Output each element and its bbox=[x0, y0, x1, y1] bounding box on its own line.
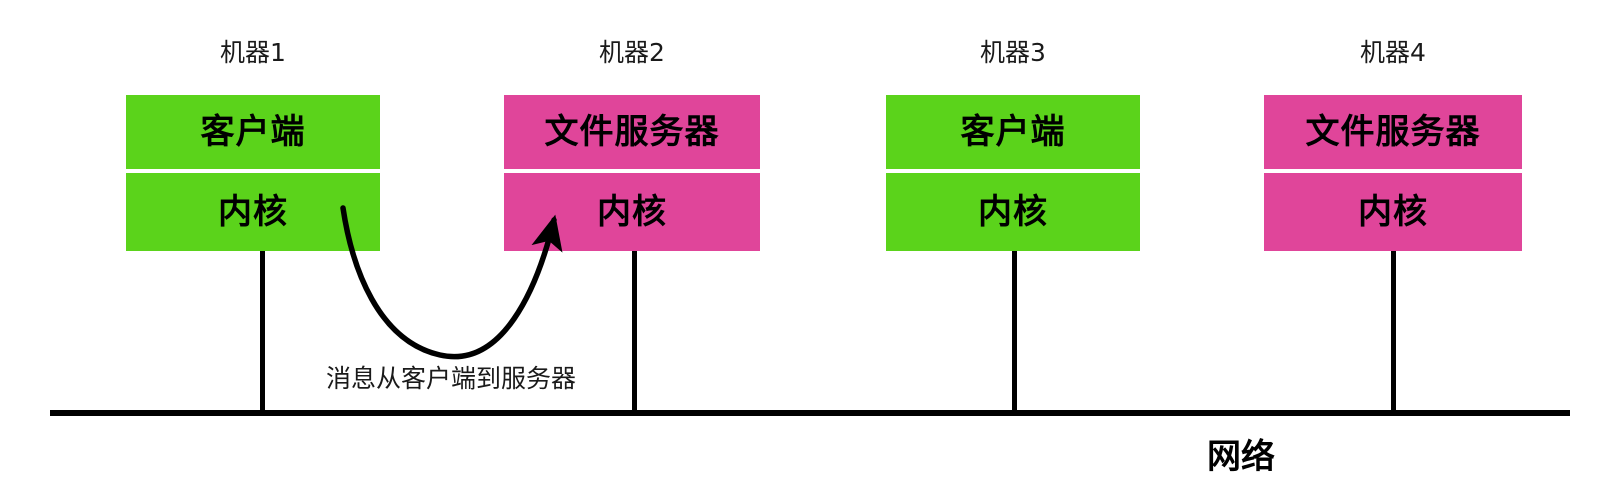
machine-label-4: 机器4 bbox=[1360, 38, 1426, 67]
machine-4-network-connector bbox=[1391, 251, 1396, 413]
machine-4-bottom-layer: 内核 bbox=[1264, 173, 1522, 251]
machine-4-top-layer: 文件服务器 bbox=[1264, 95, 1522, 169]
machine-2-network-connector bbox=[632, 251, 637, 413]
machine-label-2: 机器2 bbox=[599, 38, 665, 67]
machine-3-network-connector bbox=[1012, 251, 1017, 413]
machine-label-1: 机器1 bbox=[220, 38, 286, 67]
network-bus-label: 网络 bbox=[1207, 437, 1275, 477]
machine-box-3: 客户端 内核 bbox=[886, 95, 1140, 251]
machine-2-top-layer: 文件服务器 bbox=[504, 95, 760, 169]
machine-box-2: 文件服务器 内核 bbox=[504, 95, 760, 251]
machine-3-top-layer: 客户端 bbox=[886, 95, 1140, 169]
machine-1-network-connector bbox=[260, 251, 265, 413]
machine-label-3: 机器3 bbox=[980, 38, 1046, 67]
machine-box-4: 文件服务器 内核 bbox=[1264, 95, 1522, 251]
machine-box-1: 客户端 内核 bbox=[126, 95, 380, 251]
machine-2-bottom-layer: 内核 bbox=[504, 173, 760, 251]
network-bus-line bbox=[50, 410, 1570, 416]
machine-1-bottom-layer: 内核 bbox=[126, 173, 380, 251]
machine-1-top-layer: 客户端 bbox=[126, 95, 380, 169]
machine-3-bottom-layer: 内核 bbox=[886, 173, 1140, 251]
message-arrow-caption: 消息从客户端到服务器 bbox=[325, 364, 576, 393]
